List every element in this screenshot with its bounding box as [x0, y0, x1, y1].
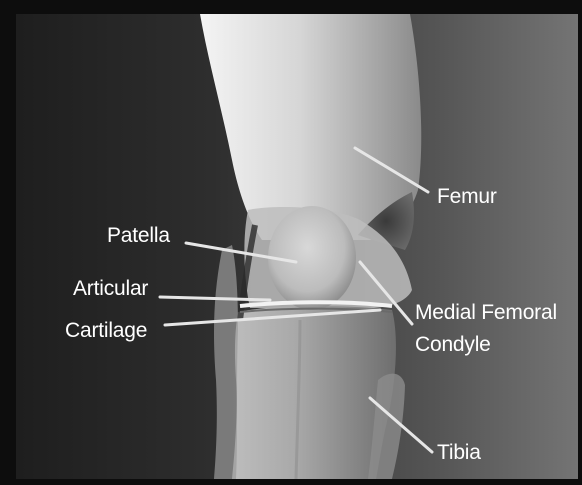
label-femur: Femur — [437, 185, 497, 208]
lateral-soft-tissue — [214, 245, 238, 479]
label-patella: Patella — [107, 224, 170, 247]
label-articular: Articular — [73, 277, 148, 300]
label-medial-femoral: Medial Femoral — [415, 301, 557, 324]
label-tibia: Tibia — [437, 441, 481, 464]
label-cartilage: Cartilage — [65, 319, 147, 342]
label-condyle: Condyle — [415, 333, 491, 356]
